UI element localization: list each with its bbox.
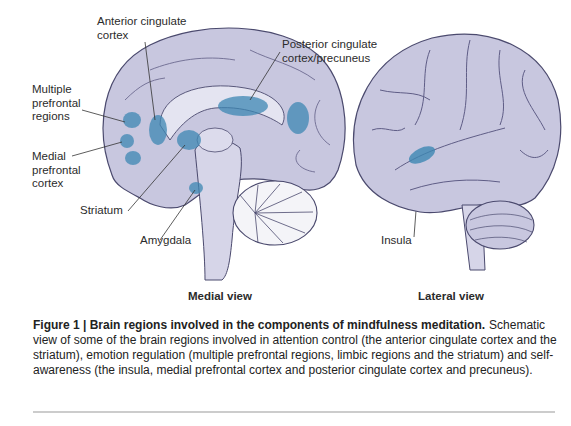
prefrontal-region: [120, 134, 134, 148]
region-label: Insula: [381, 234, 441, 248]
folia-line: [475, 237, 527, 242]
sulci-lines: [372, 40, 548, 190]
cerebellum-folia: [240, 184, 313, 243]
cerebrum-outline: [354, 34, 561, 212]
leader-line: [72, 142, 122, 156]
cerebellum: [233, 181, 317, 245]
region-label: Anterior cingulate cortex: [97, 15, 197, 42]
folia-line: [255, 213, 305, 233]
lateral-sulcus: [395, 128, 505, 170]
bottom-rule: [33, 412, 555, 413]
sulcus-line: [380, 90, 430, 100]
region-label: Posterior cingulate cortex/precuneus: [282, 38, 392, 65]
lateral-brain: [354, 34, 561, 270]
leader-line: [250, 52, 280, 100]
highlight-regions: [120, 96, 309, 194]
gyrus-line: [315, 100, 330, 145]
cerebellum: [466, 201, 534, 249]
leader-line: [128, 145, 185, 211]
prefrontal-region: [123, 112, 141, 128]
gyrus-line: [296, 150, 315, 172]
region-label: Medial prefrontal cortex: [32, 150, 94, 191]
folia-line: [255, 213, 258, 243]
central-sulcus: [460, 40, 470, 130]
posterior-cingulate-region: [218, 96, 268, 116]
view-label: Lateral view: [396, 290, 506, 304]
folia-line: [470, 214, 532, 220]
sulcus-line: [372, 128, 405, 131]
region-label: Striatum: [80, 204, 150, 218]
sulcus-line: [410, 180, 500, 190]
folia-line: [255, 212, 313, 213]
folia-line: [255, 213, 283, 243]
folia-line: [240, 195, 255, 213]
folia-line: [255, 184, 280, 213]
cerebellum-folia: [470, 214, 532, 242]
view-label: Medial view: [150, 290, 290, 304]
insula-region: [406, 143, 437, 168]
region-label: Amygdala: [140, 234, 210, 248]
sulcus-line: [522, 70, 545, 130]
thalamus: [197, 128, 233, 152]
gyrus-line: [125, 78, 165, 100]
amygdala-region: [189, 182, 203, 194]
gyrus-line: [150, 58, 235, 70]
folia-line: [255, 192, 302, 213]
sulcus-line: [520, 150, 548, 158]
region-label: Multiple prefrontal regions: [32, 83, 94, 124]
folia-line: [470, 226, 532, 232]
anterior-cingulate-region: [149, 115, 167, 145]
leader-line: [145, 42, 155, 120]
figure-title: Figure 1 | Brain regions involved in the…: [33, 318, 485, 332]
leader-line: [82, 110, 125, 122]
precuneus-region: [287, 102, 309, 134]
sulcus-line: [499, 50, 504, 125]
striatum-region: [177, 130, 201, 150]
medial-prefrontal-region: [125, 151, 141, 165]
leader-line: [160, 190, 195, 240]
figure-caption: Figure 1 | Brain regions involved in the…: [33, 318, 558, 378]
folia-line: [255, 185, 258, 213]
sulcus-line: [415, 50, 430, 125]
